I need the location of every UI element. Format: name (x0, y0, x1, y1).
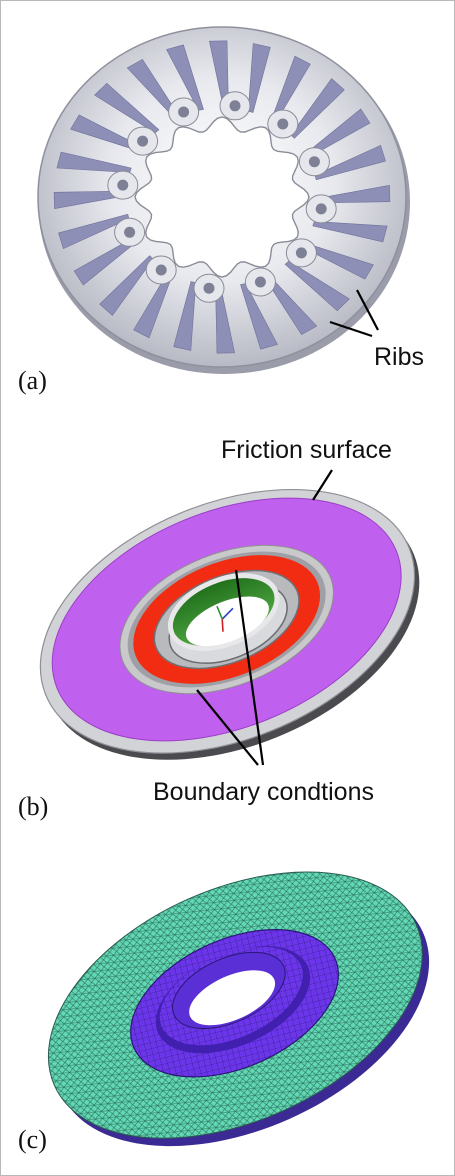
disc-vent-slots (53, 40, 391, 354)
bolt-hole (117, 179, 129, 191)
boundary-leader-line-2 (196, 689, 259, 766)
friction-surface-leader-line (312, 469, 333, 501)
panel-b-label: (b) (18, 792, 48, 821)
vent-slot (240, 283, 278, 350)
vent-slot (314, 144, 386, 181)
bolt-hole (155, 264, 167, 276)
vent-slot (284, 260, 350, 312)
bolt-hole (308, 156, 320, 168)
ribs-leader-line-1 (356, 289, 379, 331)
bolt-hole (203, 282, 215, 294)
bolt-hole (277, 118, 289, 130)
panel-b: Friction surface Boundary condtions (b) (18, 436, 420, 821)
bolt-hole (315, 203, 327, 215)
disc-center-opening (134, 116, 310, 278)
vent-slot (166, 44, 204, 111)
disc-model-illustration (39, 488, 420, 760)
vent-slot (94, 82, 160, 134)
bolt-hole (178, 106, 190, 118)
disc-mounting-holes (107, 91, 337, 303)
boundary-leader-line-1 (234, 569, 265, 766)
vent-slot (99, 255, 154, 316)
bolt-hole (124, 226, 136, 238)
mesh-model-illustration (47, 871, 430, 1147)
bolt-hole (254, 276, 266, 288)
vent-slot (247, 43, 271, 113)
vent-slot (312, 221, 388, 243)
boundary-conditions-label: Boundary condtions (153, 778, 374, 806)
ribs-label: Ribs (374, 343, 424, 371)
vent-slot (290, 78, 345, 139)
bolt-hole (229, 100, 241, 112)
panel-a: Ribs (a) (18, 26, 424, 395)
vent-slot (173, 281, 197, 351)
bolt-hole (295, 247, 307, 259)
vent-slot (56, 151, 132, 173)
ribs-leader-line-2 (329, 320, 373, 338)
panel-c-label: (c) (18, 1125, 47, 1154)
panel-c: (c) (18, 871, 430, 1154)
bolt-hole (137, 135, 149, 147)
vent-slot (58, 213, 130, 250)
friction-surface-label: Friction surface (221, 436, 392, 464)
vented-disc-illustration (37, 26, 410, 374)
panel-a-label: (a) (18, 366, 47, 395)
